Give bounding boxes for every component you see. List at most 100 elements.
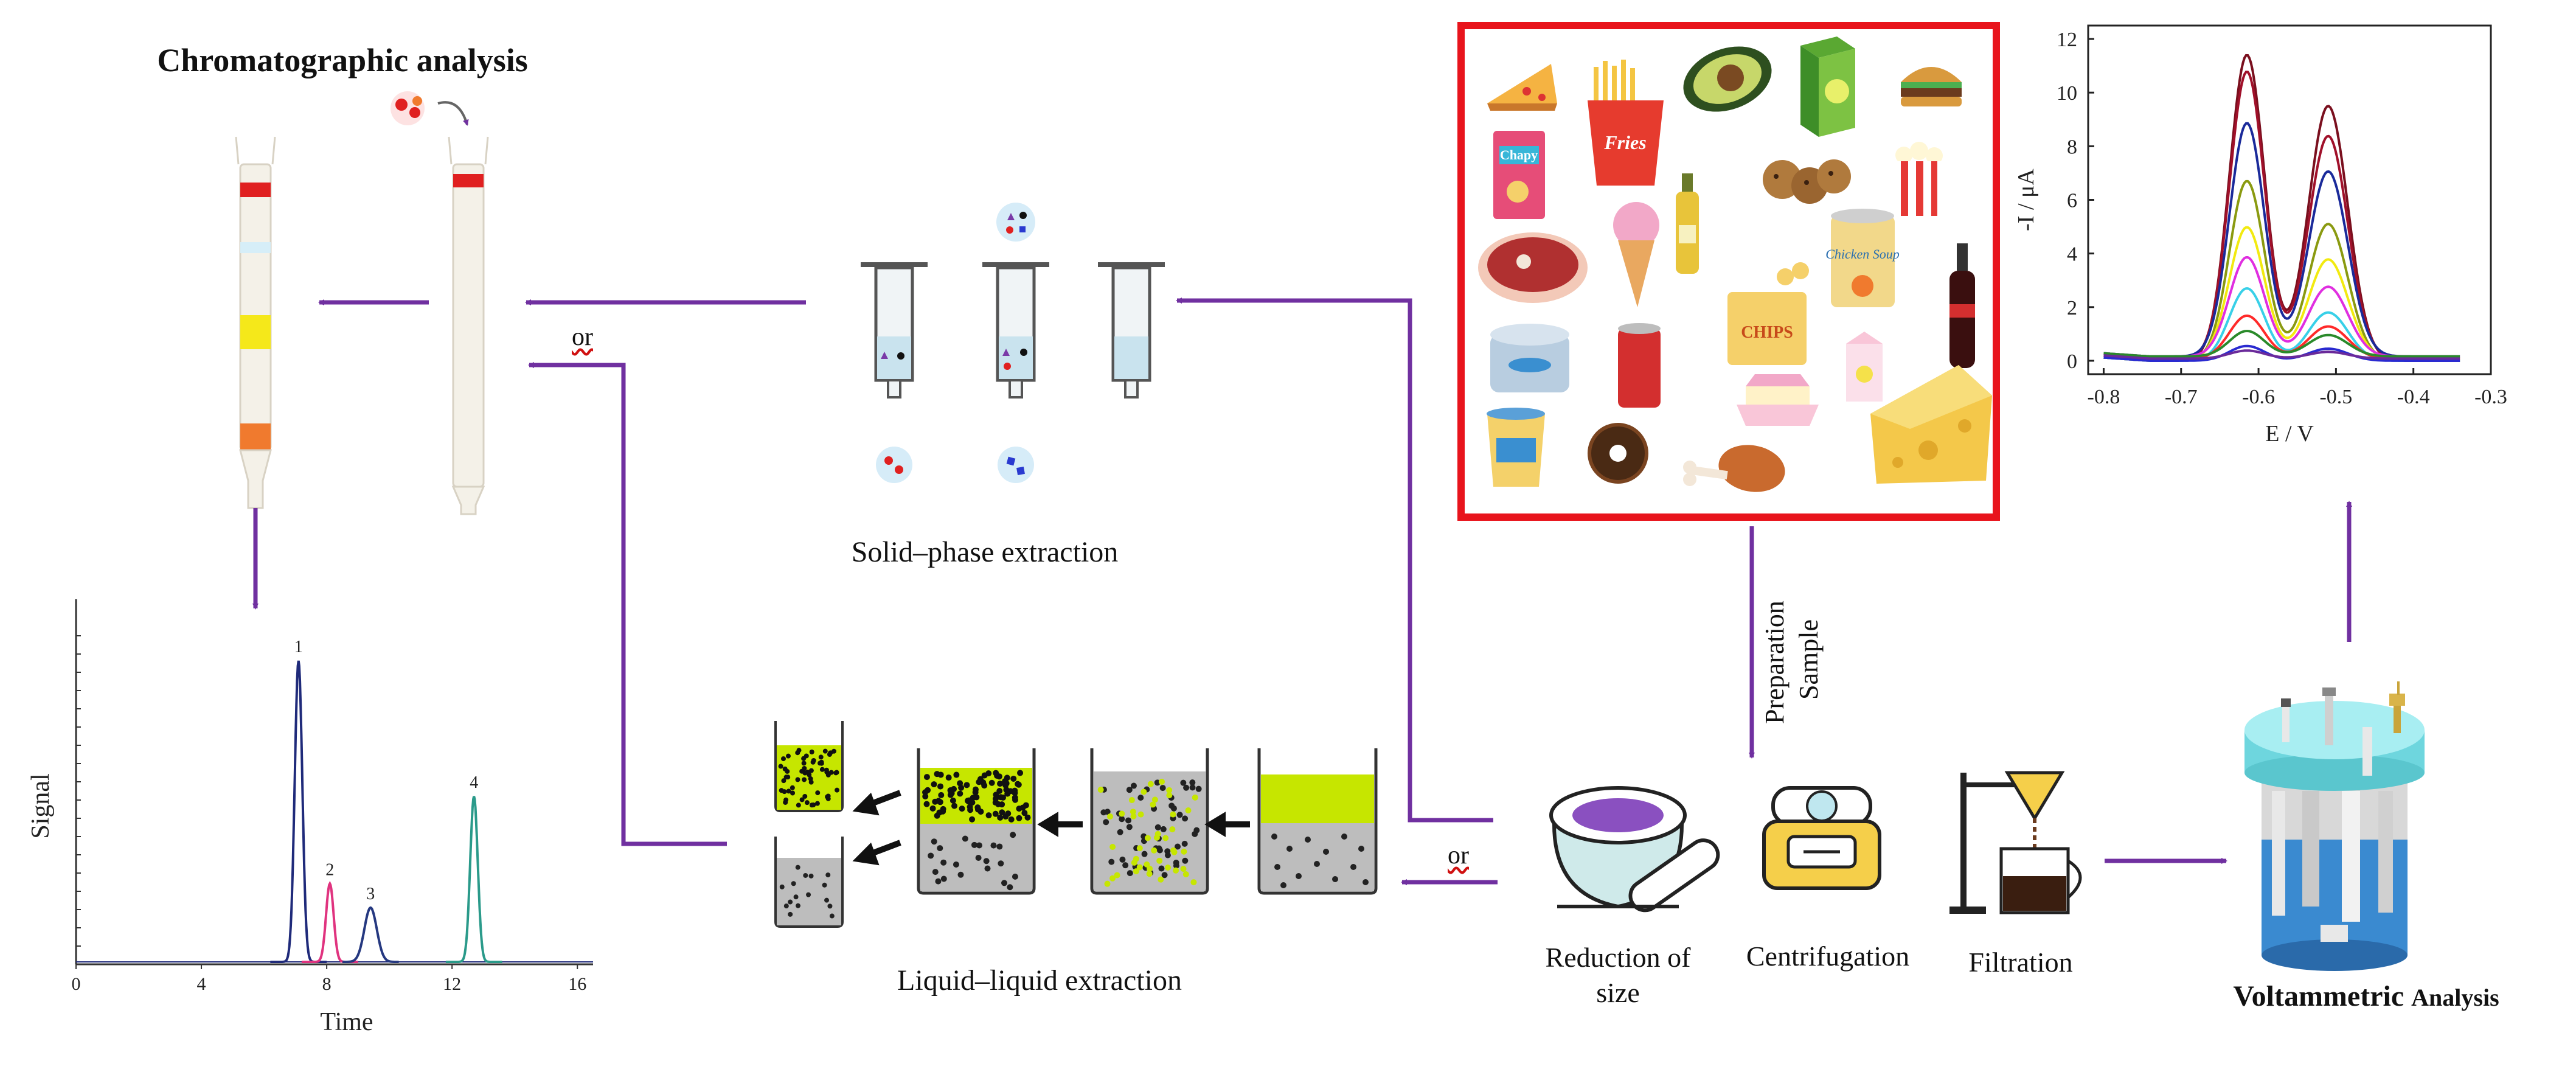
particle-dot <box>795 777 800 782</box>
particle-dot <box>985 812 992 819</box>
band-orange <box>240 423 271 450</box>
svg-text:CHIPS: CHIPS <box>1741 323 1793 342</box>
particle-dot <box>795 750 800 756</box>
beaker-organic-phase <box>774 721 844 812</box>
particle-dot <box>999 794 1006 801</box>
particle-dot <box>962 835 968 842</box>
or-label-upper: or <box>572 323 593 351</box>
particle-dot <box>957 871 964 878</box>
band-blue <box>240 242 271 253</box>
particle-dot <box>922 789 929 796</box>
particle-dot <box>1126 824 1133 830</box>
particle-dot <box>1141 851 1148 857</box>
particle-dot <box>782 789 787 795</box>
particle-dot <box>958 784 965 791</box>
cheese-icon <box>1870 365 1992 484</box>
arrow-lle-to-column <box>528 362 727 846</box>
reduction-of-size-label: Reduction of size <box>1546 940 1691 1011</box>
voltammetric-analysis-title: Voltammetric Analysis <box>2233 980 2499 1013</box>
particle-dot <box>929 805 936 812</box>
particle-dot <box>1130 809 1136 815</box>
filtration-label: Filtration <box>1968 947 2073 978</box>
particle-dot <box>963 782 970 788</box>
arrow-prep-to-spe <box>1176 298 1493 823</box>
particle-dot <box>1180 779 1187 786</box>
particle-dot <box>1097 787 1104 793</box>
food-samples: Fries Chapy Chicken Soup CHIPS <box>1478 37 1992 492</box>
particle-dot <box>1182 871 1189 877</box>
centrifuge-icon <box>1762 786 1881 890</box>
particle-dot <box>1173 867 1179 874</box>
y-axis-label: Signal <box>27 773 55 838</box>
svg-text:Fries: Fries <box>1603 131 1646 153</box>
particle-dot <box>804 800 810 806</box>
x-axis-label: Time <box>320 1008 373 1036</box>
beaker-aqueous-phase <box>774 837 844 928</box>
particle-dot <box>1151 796 1158 803</box>
particle-dot <box>988 779 995 786</box>
particle-dot <box>950 797 956 804</box>
particle-dot <box>1119 816 1125 823</box>
particle-dot <box>1008 816 1015 823</box>
y-tick-label: 2 <box>2067 297 2077 319</box>
particle-dot <box>1010 832 1016 838</box>
particle-dot <box>1160 826 1167 832</box>
particle-dot <box>1109 875 1116 882</box>
particle-dot <box>1001 880 1008 886</box>
chicken-leg-icon <box>1683 445 1785 492</box>
peak-label: 3 <box>366 885 375 903</box>
burger-icon <box>1901 67 1962 106</box>
particle-dot <box>786 788 791 794</box>
particle-dot <box>1127 870 1133 877</box>
particle-dot <box>1126 787 1133 793</box>
particle-dot <box>785 753 791 759</box>
particle-dot <box>993 770 999 776</box>
particle-dot <box>993 792 999 798</box>
particle-dot <box>1189 779 1196 786</box>
particle-dot <box>995 801 1002 807</box>
voltammogram-series-line <box>2103 330 2460 358</box>
particle-dot <box>822 882 827 888</box>
particle-dot <box>1119 810 1125 817</box>
juice-box-icon <box>1800 37 1855 137</box>
x-axis-label: E / V <box>2265 421 2314 447</box>
band-yellow <box>240 315 271 349</box>
particle-dot <box>969 816 976 823</box>
particle-dot <box>932 869 939 875</box>
particle-dot <box>1137 795 1144 801</box>
particle-dot <box>1166 792 1173 799</box>
particle-dot <box>788 911 793 917</box>
x-tick-label: -0.3 <box>2474 386 2507 408</box>
particle-dot <box>793 894 799 900</box>
particle-dot <box>1012 873 1018 880</box>
particle-dot <box>1003 787 1010 793</box>
particle-dot <box>931 781 937 788</box>
particle-dot <box>1182 857 1189 864</box>
y-tick-label: 4 <box>2067 243 2077 266</box>
particle-dot <box>1154 824 1161 830</box>
particle-dot <box>827 903 833 909</box>
particle-dot <box>971 841 977 848</box>
particle-dot <box>953 861 959 868</box>
particle-dot <box>834 770 839 775</box>
particle-dot <box>1122 862 1129 869</box>
particle-dot <box>1012 790 1018 796</box>
particle-dot <box>1164 865 1171 871</box>
particle-dot <box>783 903 789 909</box>
particle-dot <box>1015 781 1021 787</box>
spe-cartridge-1 <box>861 262 928 483</box>
particle-dot <box>983 858 990 865</box>
particle-dot <box>923 801 930 807</box>
particle-dot <box>997 781 1004 787</box>
particle-dot <box>799 797 805 802</box>
chromatogram-peak <box>270 660 327 963</box>
cookies-icon <box>1763 159 1851 204</box>
flow-arrows <box>252 298 2352 885</box>
particle-dot <box>1024 814 1031 821</box>
particle-dot <box>940 806 946 812</box>
particle-dot <box>976 842 982 849</box>
particle-dot <box>1164 848 1171 855</box>
particle-dot <box>1140 788 1147 795</box>
